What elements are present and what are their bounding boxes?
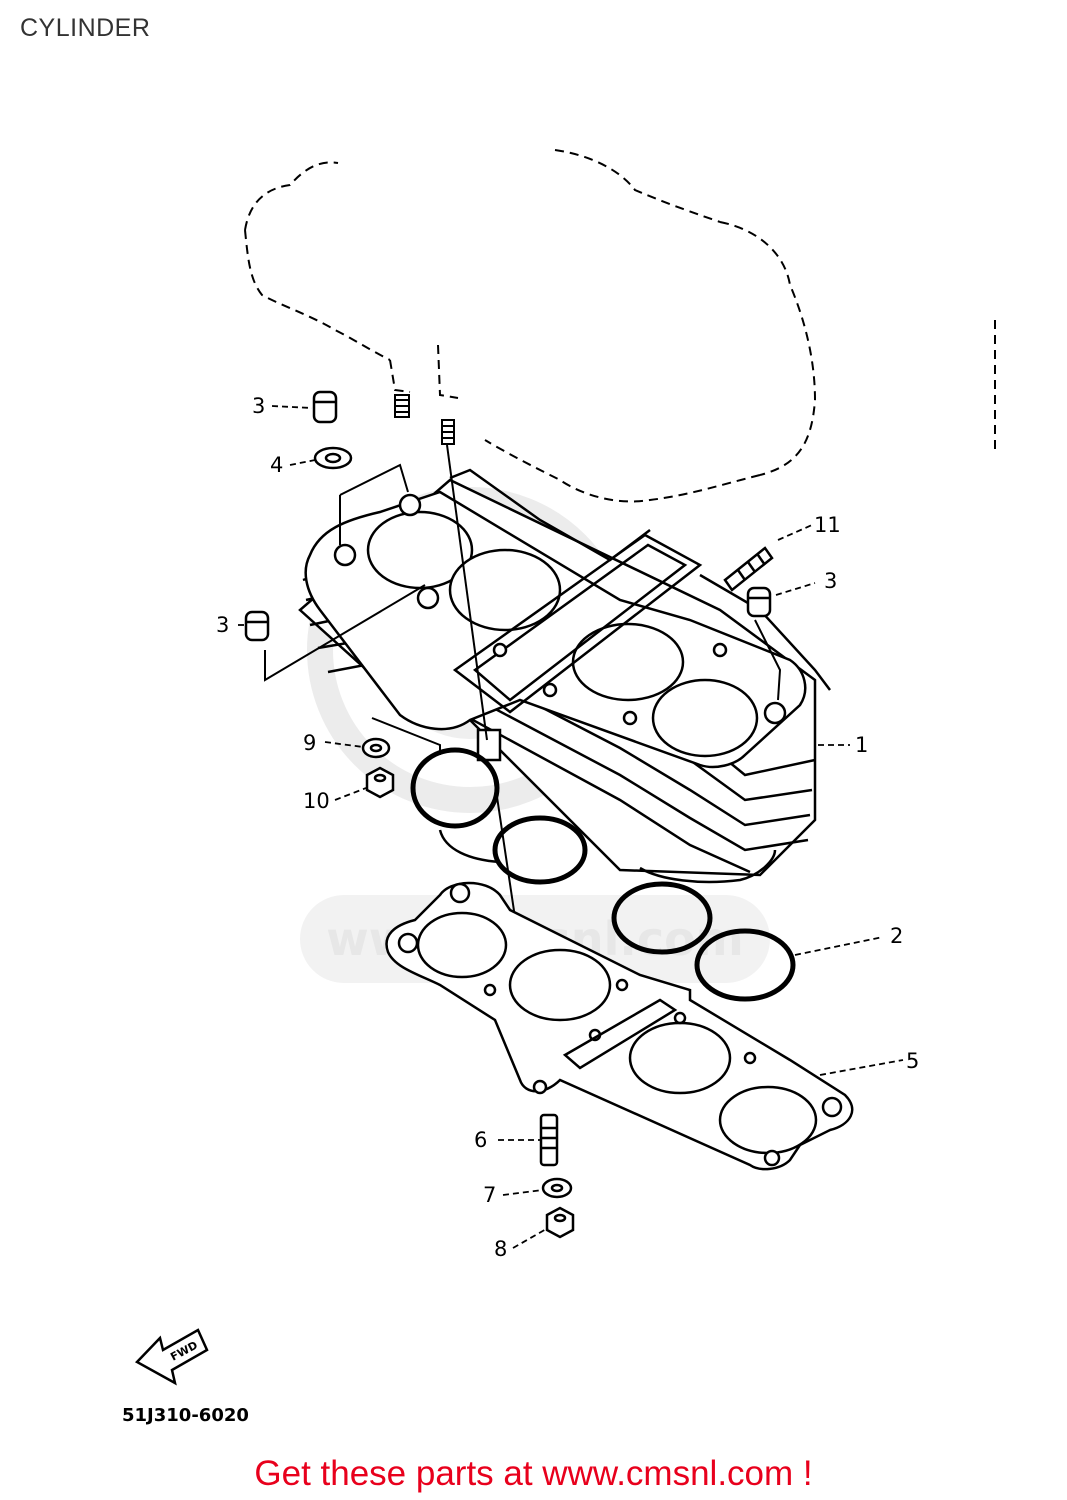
stud-bolt-6 [539, 1113, 559, 1167]
diagram-part-code: 51J310-6020 [122, 1405, 249, 1426]
cylinder-block [298, 468, 831, 884]
stud-bolt-11 [723, 546, 774, 592]
buy-parts-link[interactable]: Get these parts at www.cmsnl.com ! [254, 1454, 813, 1493]
callout-4: 4 [270, 453, 283, 477]
callout-leaders [238, 405, 904, 1249]
callout-2: 2 [890, 924, 903, 948]
callout-3-left: 3 [216, 613, 229, 637]
nut-10 [365, 766, 395, 799]
front-direction-arrow: FWD [134, 1328, 209, 1386]
callout-8: 8 [494, 1237, 507, 1261]
callout-labels: 3 4 3 3 11 1 9 10 2 5 6 7 8 [216, 394, 919, 1261]
callout-6: 6 [474, 1128, 487, 1152]
base-gasket [385, 881, 854, 1171]
washer-7 [541, 1177, 573, 1199]
crankcase-studs [394, 394, 455, 445]
callout-3-right: 3 [824, 569, 837, 593]
dowel-pin-3-right [746, 586, 772, 618]
nut-8 [545, 1206, 575, 1239]
callout-7: 7 [483, 1183, 496, 1207]
callout-5: 5 [906, 1049, 919, 1073]
rubber-seal-4 [313, 446, 353, 470]
callout-9: 9 [303, 731, 316, 755]
o-rings [410, 747, 796, 1002]
callout-11: 11 [814, 513, 841, 537]
callout-10: 10 [303, 789, 330, 813]
callout-3-top: 3 [252, 394, 265, 418]
callout-1: 1 [855, 733, 868, 757]
dowel-pin-3-top [312, 390, 338, 424]
dowel-pin-3-left [244, 610, 270, 642]
page-title: CYLINDER [20, 14, 151, 42]
washer-9 [361, 737, 391, 759]
exploded-parts-diagram: www.cmsnl.com [122, 149, 996, 1426]
crankcase-outline [244, 149, 996, 503]
